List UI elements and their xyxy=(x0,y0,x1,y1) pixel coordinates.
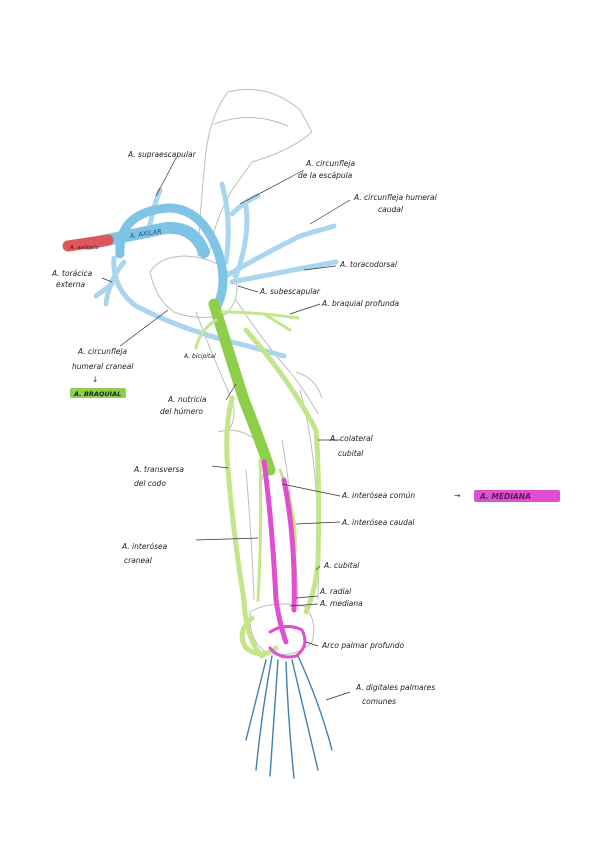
label-colateral-cubital-2: cubital xyxy=(338,449,364,458)
label-toracica-externa-2: externa xyxy=(56,280,85,289)
label-subescapular: A. subescapular xyxy=(259,287,321,296)
axilar-artery xyxy=(62,203,228,309)
digital-1 xyxy=(255,655,273,771)
label-circ-escapula-2: de la escápula xyxy=(298,171,353,180)
label-bicipital: A. bicipital xyxy=(183,353,216,360)
digital-5 xyxy=(297,655,333,751)
subescapular-vessel xyxy=(233,203,250,279)
braquial-profunda-vessel xyxy=(220,310,300,332)
label-nutricia-1: A. nutricia xyxy=(167,395,207,404)
label-colateral-cubital-1: A. colateral xyxy=(329,434,374,443)
digital-3 xyxy=(285,661,295,779)
transversa-codo-vessel xyxy=(224,395,265,659)
label-interosea-caudal: A. interósea caudal xyxy=(341,518,415,527)
label-transversa-codo-1: A. transversa xyxy=(133,465,184,474)
mediana-secondary xyxy=(281,477,297,613)
label-circ-humeral-craneal-1: A. circunfleja xyxy=(77,347,128,356)
carpal-outline xyxy=(249,603,315,655)
scapula-spine xyxy=(213,116,289,127)
interosea-craneal-vessel xyxy=(256,458,263,602)
scapula-outline xyxy=(197,88,313,257)
label-arrow-right: → xyxy=(454,491,460,500)
toracodorsal-vessel xyxy=(229,259,339,285)
label-digitales-1: A. digitales palmares xyxy=(355,683,435,692)
label-cubital: A. cubital xyxy=(323,561,360,570)
label-mediana: A. mediana xyxy=(319,599,363,608)
label-supraescapular: A. supraescapular xyxy=(127,150,197,159)
label-digitales-2: comunes xyxy=(362,697,396,706)
label-interosea-craneal-2: craneal xyxy=(124,556,153,565)
toracica-externa-vessel xyxy=(93,259,127,307)
label-axillaris-tag: A. axillaris xyxy=(69,245,99,251)
label-toracica-externa-1: A. torácica xyxy=(51,269,93,278)
label-arco-palmar: Arco palmar profundo xyxy=(321,641,404,650)
label-interosea-comun: A. interósea común xyxy=(341,491,415,500)
label-radial: A. radial xyxy=(319,587,352,596)
digital-2 xyxy=(269,659,279,777)
label-interosea-craneal-1: A. interósea xyxy=(121,542,168,551)
arco-palmar-vessel xyxy=(268,625,307,659)
label-circ-humeral-caudal-2: caudal xyxy=(378,205,404,214)
braquial-trunk xyxy=(208,298,276,476)
mediana-artery xyxy=(261,459,307,659)
labels: A. supraescapular A. circunfleja de la e… xyxy=(51,150,531,706)
label-toracodorsal: A. toracodorsal xyxy=(339,260,398,269)
leader-lines xyxy=(101,157,351,701)
axillaris-red-segment xyxy=(62,234,114,252)
bicipital-vessel xyxy=(194,318,218,350)
digital-arteries xyxy=(245,655,333,779)
radial-cubital-loop xyxy=(239,615,279,657)
label-braquial-profunda: A. braquial profunda xyxy=(321,299,399,308)
axilar-loop xyxy=(115,203,228,309)
label-mediana-hl: A. MEDIANA xyxy=(479,492,531,501)
humerus-head xyxy=(149,255,238,318)
label-braquial: A. BRAQUIAL xyxy=(73,390,121,398)
axilar-trunk xyxy=(82,221,210,258)
circ-escapula-vessel xyxy=(219,181,261,265)
label-circ-humeral-craneal-2: humeral craneal xyxy=(72,362,134,371)
label-arrow-down: ↓ xyxy=(92,375,98,384)
colateral-cubital-vessel xyxy=(243,327,322,615)
label-circ-humeral-caudal-1: A. circunfleja humeral xyxy=(353,193,438,202)
label-transversa-codo-2: del codo xyxy=(134,479,166,488)
digital-6 xyxy=(245,659,267,741)
circ-humeral-caudal-vessel xyxy=(223,223,337,279)
mediana-main xyxy=(261,459,289,645)
digital-4 xyxy=(291,659,319,771)
mediana-highlight xyxy=(474,490,560,502)
blue-branches xyxy=(93,181,339,359)
label-nutricia-2: del húmero xyxy=(160,407,203,416)
label-circ-escapula-1: A. circunfleja xyxy=(305,159,356,168)
braquial-highlight xyxy=(70,388,126,398)
